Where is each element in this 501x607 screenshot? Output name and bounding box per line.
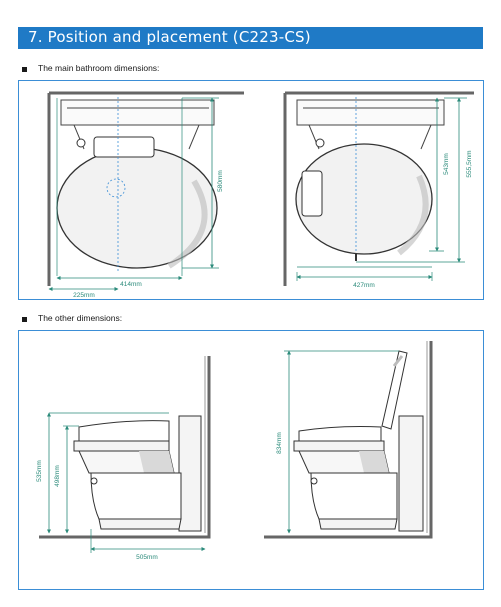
width-label-left: 414mm (120, 281, 142, 288)
side-view-panel: 535mm 498mm 505mm 834mm (18, 330, 484, 590)
width-label-right: 427mm (353, 282, 375, 289)
other-dims-label: The other dimensions: (38, 313, 123, 323)
left-top-view: 414mm 225mm 580mm (47, 91, 244, 299)
top-view-panel: 414mm 225mm 580mm 427mm 543mm 555,5mm (18, 80, 484, 300)
right-top-view: 427mm 543mm 555,5mm (283, 91, 474, 289)
height-b-label-left: 498mm (54, 465, 61, 487)
height-label-right: 834mm (276, 432, 283, 454)
depth-b-label-right: 555,5mm (466, 150, 473, 177)
main-dims-label: The main bathroom dimensions: (38, 63, 160, 73)
side-view-diagrams: 535mm 498mm 505mm 834mm (36, 341, 433, 561)
depth-a-label-right: 543mm (443, 153, 450, 175)
right-side-view: 834mm (264, 341, 433, 539)
bullet-icon (22, 67, 27, 72)
section-title-banner: 7. Position and placement (C223-CS) (18, 27, 483, 49)
depth-label-left-side: 505mm (136, 554, 158, 561)
offset-label-left: 225mm (73, 292, 95, 299)
section-title: 7. Position and placement (C223-CS) (28, 28, 311, 46)
left-side-view: 535mm 498mm 505mm (36, 356, 211, 561)
bullet-icon (22, 317, 27, 322)
top-view-diagrams: 414mm 225mm 580mm 427mm 543mm 555,5mm (47, 91, 474, 299)
depth-label-left: 580mm (217, 170, 224, 192)
height-a-label-left: 535mm (36, 460, 43, 482)
